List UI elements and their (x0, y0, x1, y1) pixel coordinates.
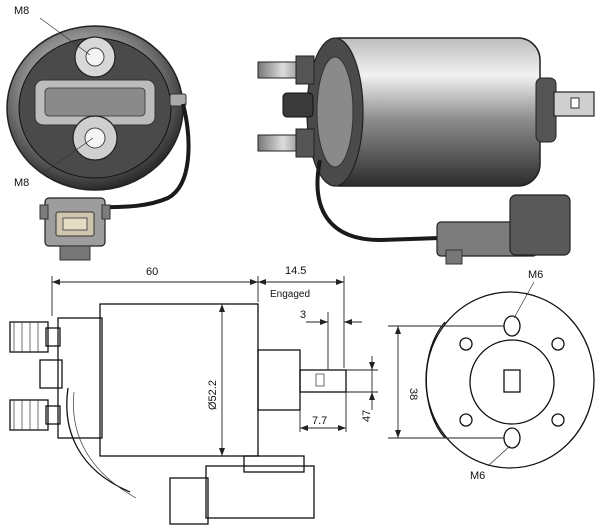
svg-text:38: 38 (407, 388, 419, 400)
dim-small-3: 3 (300, 309, 362, 370)
terminal-upper (9, 321, 61, 353)
svg-text:M6: M6 (528, 269, 543, 281)
svg-text:7.7: 7.7 (312, 415, 327, 427)
drawing-side-elevation (9, 303, 347, 525)
svg-text:Ø52.2: Ø52.2 (207, 380, 219, 410)
svg-text:14.5: 14.5 (285, 265, 306, 277)
thread-callout-bottom-left: M8 (14, 137, 94, 189)
svg-text:Engaged: Engaged (270, 289, 310, 300)
svg-text:3: 3 (300, 309, 306, 321)
svg-text:M6: M6 (470, 470, 485, 482)
thread-callout-m6-bottom: M6 (470, 445, 511, 482)
terminal-lower (9, 399, 61, 431)
dim-small-7-7: 7.7 (299, 392, 347, 432)
svg-text:60: 60 (146, 266, 158, 278)
thread-callout-m6-top: M6 (513, 269, 543, 319)
dim-body-length: 60 (51, 266, 259, 316)
photo-end-view (6, 25, 191, 261)
thread-callout-top-left: M8 (14, 5, 91, 56)
svg-text:47: 47 (361, 410, 373, 422)
svg-text:M8: M8 (14, 5, 29, 17)
dim-height-small: 47 (346, 356, 378, 422)
photo-side-view (257, 37, 595, 265)
dim-diameter: Ø52.2 (207, 304, 225, 456)
svg-text:M8: M8 (14, 177, 29, 189)
dim-bolt-spacing: 38 (388, 325, 504, 439)
dim-plunger-travel: 14.5 Engaged (258, 265, 345, 368)
drawing-end-elevation (425, 291, 595, 469)
